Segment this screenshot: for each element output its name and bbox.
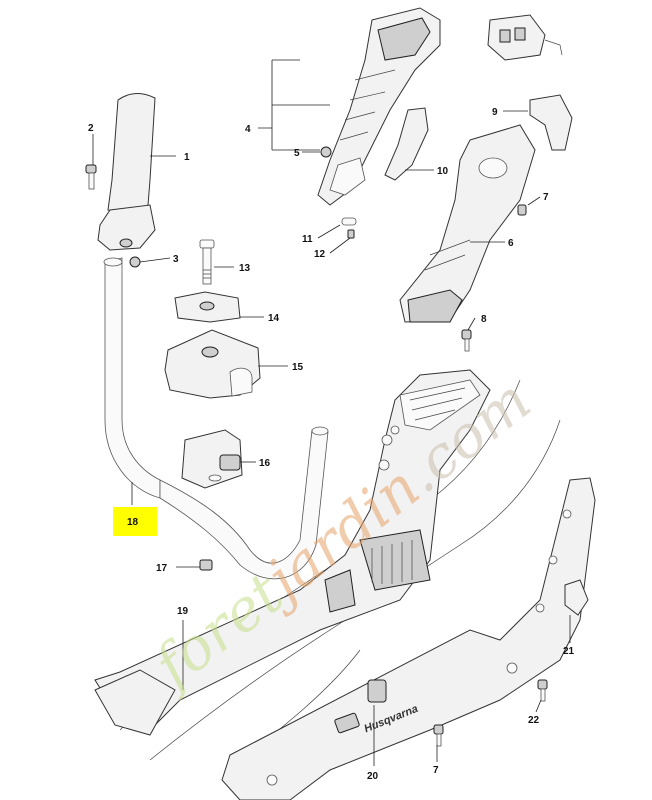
clamp-cover	[164, 329, 261, 399]
part-label-2: 2	[88, 123, 94, 134]
clamp-top	[174, 291, 241, 323]
part-labels: 2 1 3 4 5 6 7 8 9 10 11 12 13 14 15 16 1…	[88, 107, 575, 782]
bolt	[199, 239, 215, 285]
nut	[199, 559, 213, 571]
part-label-7-bottom: 7	[433, 765, 439, 776]
fasteners	[85, 146, 548, 747]
leader-lines	[92, 59, 571, 766]
main-frame	[94, 369, 491, 736]
handle-tube	[103, 257, 329, 580]
part-label-14: 14	[268, 313, 280, 324]
part-label-4: 4	[245, 124, 251, 135]
base-plate: Husqvarna	[221, 477, 596, 800]
part-label-12: 12	[314, 249, 326, 260]
part-label-9: 9	[492, 107, 498, 118]
cable-piece	[384, 107, 429, 181]
switch-block	[487, 14, 563, 61]
part-label-5: 5	[294, 148, 300, 159]
part-label-13: 13	[239, 263, 251, 274]
part-label-3: 3	[173, 254, 179, 265]
part-label-8: 8	[481, 314, 487, 325]
control-handle	[317, 7, 441, 206]
grip	[97, 93, 156, 251]
part-label-21: 21	[563, 646, 575, 657]
handle-assembly	[399, 124, 536, 323]
part-label-19: 19	[177, 606, 189, 617]
part-label-7-top: 7	[543, 192, 549, 203]
part-label-1: 1	[184, 152, 190, 163]
part-label-18: 18	[127, 517, 139, 528]
highlight-box	[113, 507, 157, 536]
part-label-16: 16	[259, 458, 271, 469]
part-label-10: 10	[437, 166, 449, 177]
watermark-text: foretjardin.com	[139, 366, 543, 703]
clamp-base	[181, 429, 243, 489]
bracket	[564, 579, 589, 616]
part-label-22: 22	[528, 715, 540, 726]
lever	[529, 94, 573, 151]
watermark: foretjardin.com	[139, 366, 543, 703]
part-label-20: 20	[367, 771, 379, 782]
part-label-15: 15	[292, 362, 304, 373]
part-label-6: 6	[508, 238, 514, 249]
part-label-17: 17	[156, 563, 168, 574]
part-label-11: 11	[302, 234, 313, 245]
